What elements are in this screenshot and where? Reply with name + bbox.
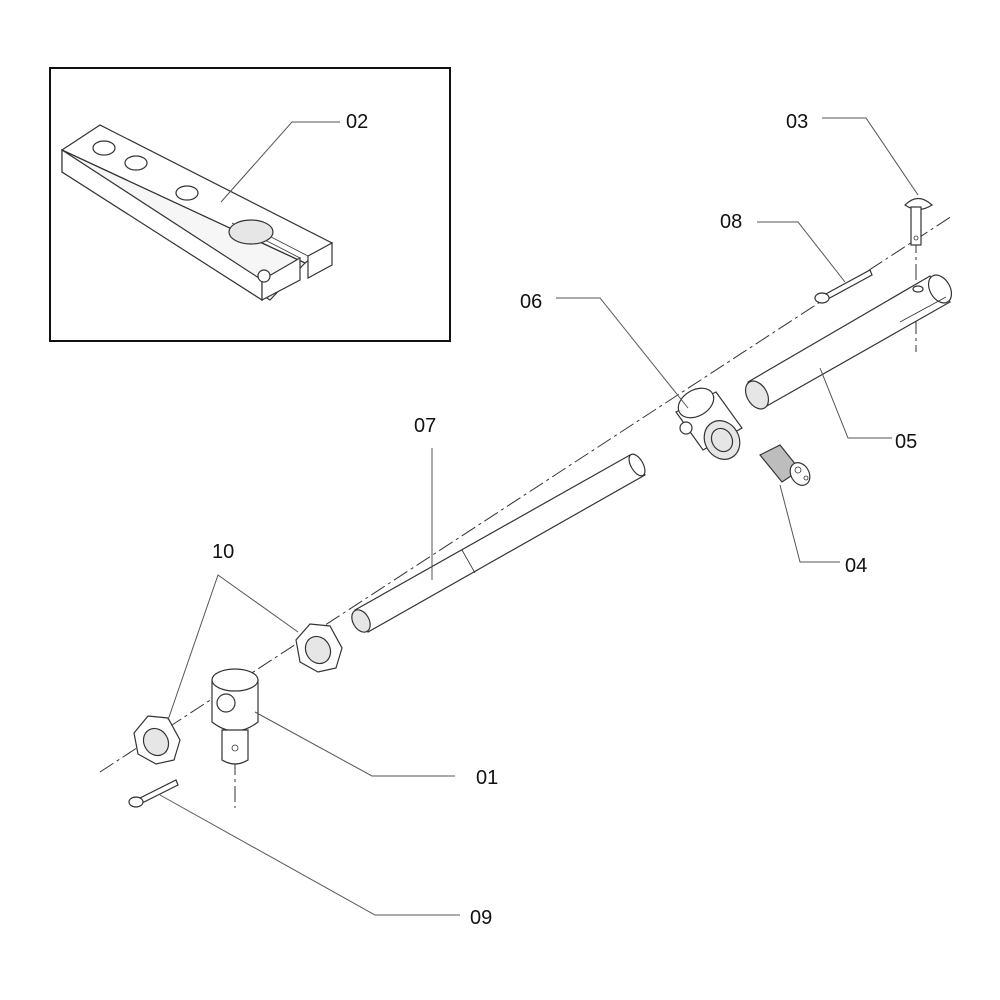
- leader-10: [167, 574, 299, 721]
- leader-03: [822, 117, 919, 196]
- callout-06: 06: [520, 291, 542, 313]
- callout-02: 02: [346, 111, 368, 133]
- hex-nut-lower-bore: [142, 727, 170, 757]
- pin-hole: [913, 235, 919, 241]
- clamp-hole-3: [175, 185, 199, 201]
- callout-09: 09: [470, 907, 492, 929]
- callout-04: 04: [845, 555, 867, 577]
- pivot-block-top: [211, 668, 259, 692]
- leader-06: [556, 297, 689, 409]
- part-07-rod: [351, 453, 646, 633]
- callout-03: 03: [786, 111, 808, 133]
- callout-07: 07: [414, 415, 436, 437]
- part-10-hex-nut-lower: [133, 715, 181, 765]
- clamp-bar-end-right: [307, 241, 333, 280]
- part-06-collar: [675, 387, 743, 460]
- pivot-stem: [221, 729, 249, 765]
- pivot-block-cross-hole: [216, 693, 236, 713]
- callout-08: 08: [720, 211, 742, 233]
- part-03-clevis-pin: [904, 197, 933, 246]
- clamp-bar-end-left: [261, 256, 301, 301]
- rod-body: [354, 454, 646, 633]
- clamp-side-hole: [257, 269, 271, 283]
- tube-pin-hole: [912, 285, 924, 293]
- cotter-pin-body: [821, 269, 873, 301]
- clamp-hole-1: [92, 140, 116, 156]
- part-05-slotted-tube: [744, 274, 953, 410]
- clamp-bore: [228, 219, 274, 245]
- pivot-stem-hole: [231, 744, 239, 752]
- rod-end-right: [628, 453, 646, 477]
- leader-05: [819, 367, 892, 439]
- collar-set-hole: [679, 421, 693, 435]
- part-10-hex-nut-upper: [295, 623, 343, 673]
- leader-09: [159, 794, 460, 916]
- collar-bore: [710, 427, 734, 453]
- rod-step: [461, 549, 476, 574]
- leader-04: [779, 484, 840, 563]
- callout-10: 10: [212, 541, 234, 563]
- leader-08: [757, 221, 846, 283]
- part-09-cotter-pin: [128, 779, 179, 808]
- tube-body: [747, 275, 951, 408]
- part-02-clamp-bar: [60, 124, 334, 302]
- inset-detail-box: 02: [49, 67, 451, 342]
- collar-top: [677, 387, 715, 419]
- tube-slot: [899, 296, 947, 323]
- fitting-socket-2: [803, 475, 809, 481]
- callout-01: 01: [476, 767, 498, 789]
- tube-end-left: [744, 380, 770, 410]
- rod-end-left: [351, 609, 371, 633]
- clamp-hole-2: [124, 155, 148, 171]
- callout-05: 05: [895, 431, 917, 453]
- part-01-pivot-block: [211, 668, 259, 765]
- part-08-cotter-pin: [814, 269, 873, 304]
- tube-end-right: [927, 274, 953, 304]
- fitting-socket: [794, 466, 802, 474]
- hex-nut-upper-bore: [304, 635, 332, 665]
- cotter-pin-eye: [814, 292, 830, 304]
- part-04-fitting: [759, 444, 811, 486]
- leader-02: [220, 121, 340, 203]
- lower-cotter-pin-eye: [128, 796, 144, 808]
- pin-shank: [910, 206, 922, 246]
- leader-01: [254, 711, 455, 777]
